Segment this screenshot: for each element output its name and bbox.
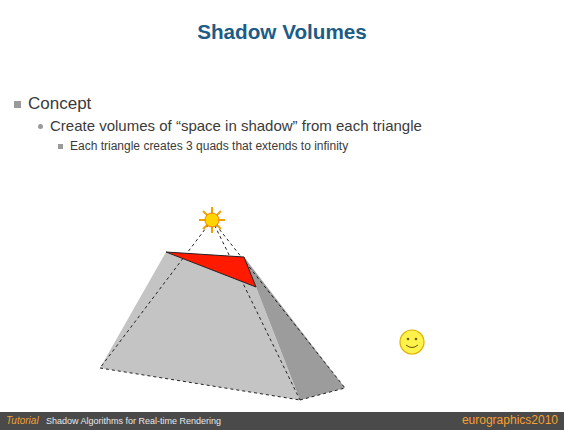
bullet-text: Concept — [28, 94, 91, 114]
light-rays — [100, 220, 345, 400]
smiley-receiver — [400, 330, 424, 354]
bullet-text: Create volumes of “space in shadow” from… — [50, 117, 422, 134]
footer-text: Tutorial — [6, 415, 39, 426]
bullet-text: Each triangle creates 3 quads that exten… — [70, 139, 348, 153]
conference-logo: eurographics2010 — [462, 413, 558, 427]
bullet-square — [14, 101, 21, 108]
bullet-square — [58, 144, 63, 149]
shadow-volume-face — [100, 252, 300, 400]
occluder-triangle — [166, 252, 256, 287]
bullet-dot — [38, 124, 43, 129]
shadow-volume-face — [244, 257, 345, 400]
light-source — [199, 207, 225, 233]
slide-title: Shadow Volumes — [0, 20, 564, 44]
footer-text: Shadow Algorithms for Real-time Renderin… — [46, 416, 221, 426]
